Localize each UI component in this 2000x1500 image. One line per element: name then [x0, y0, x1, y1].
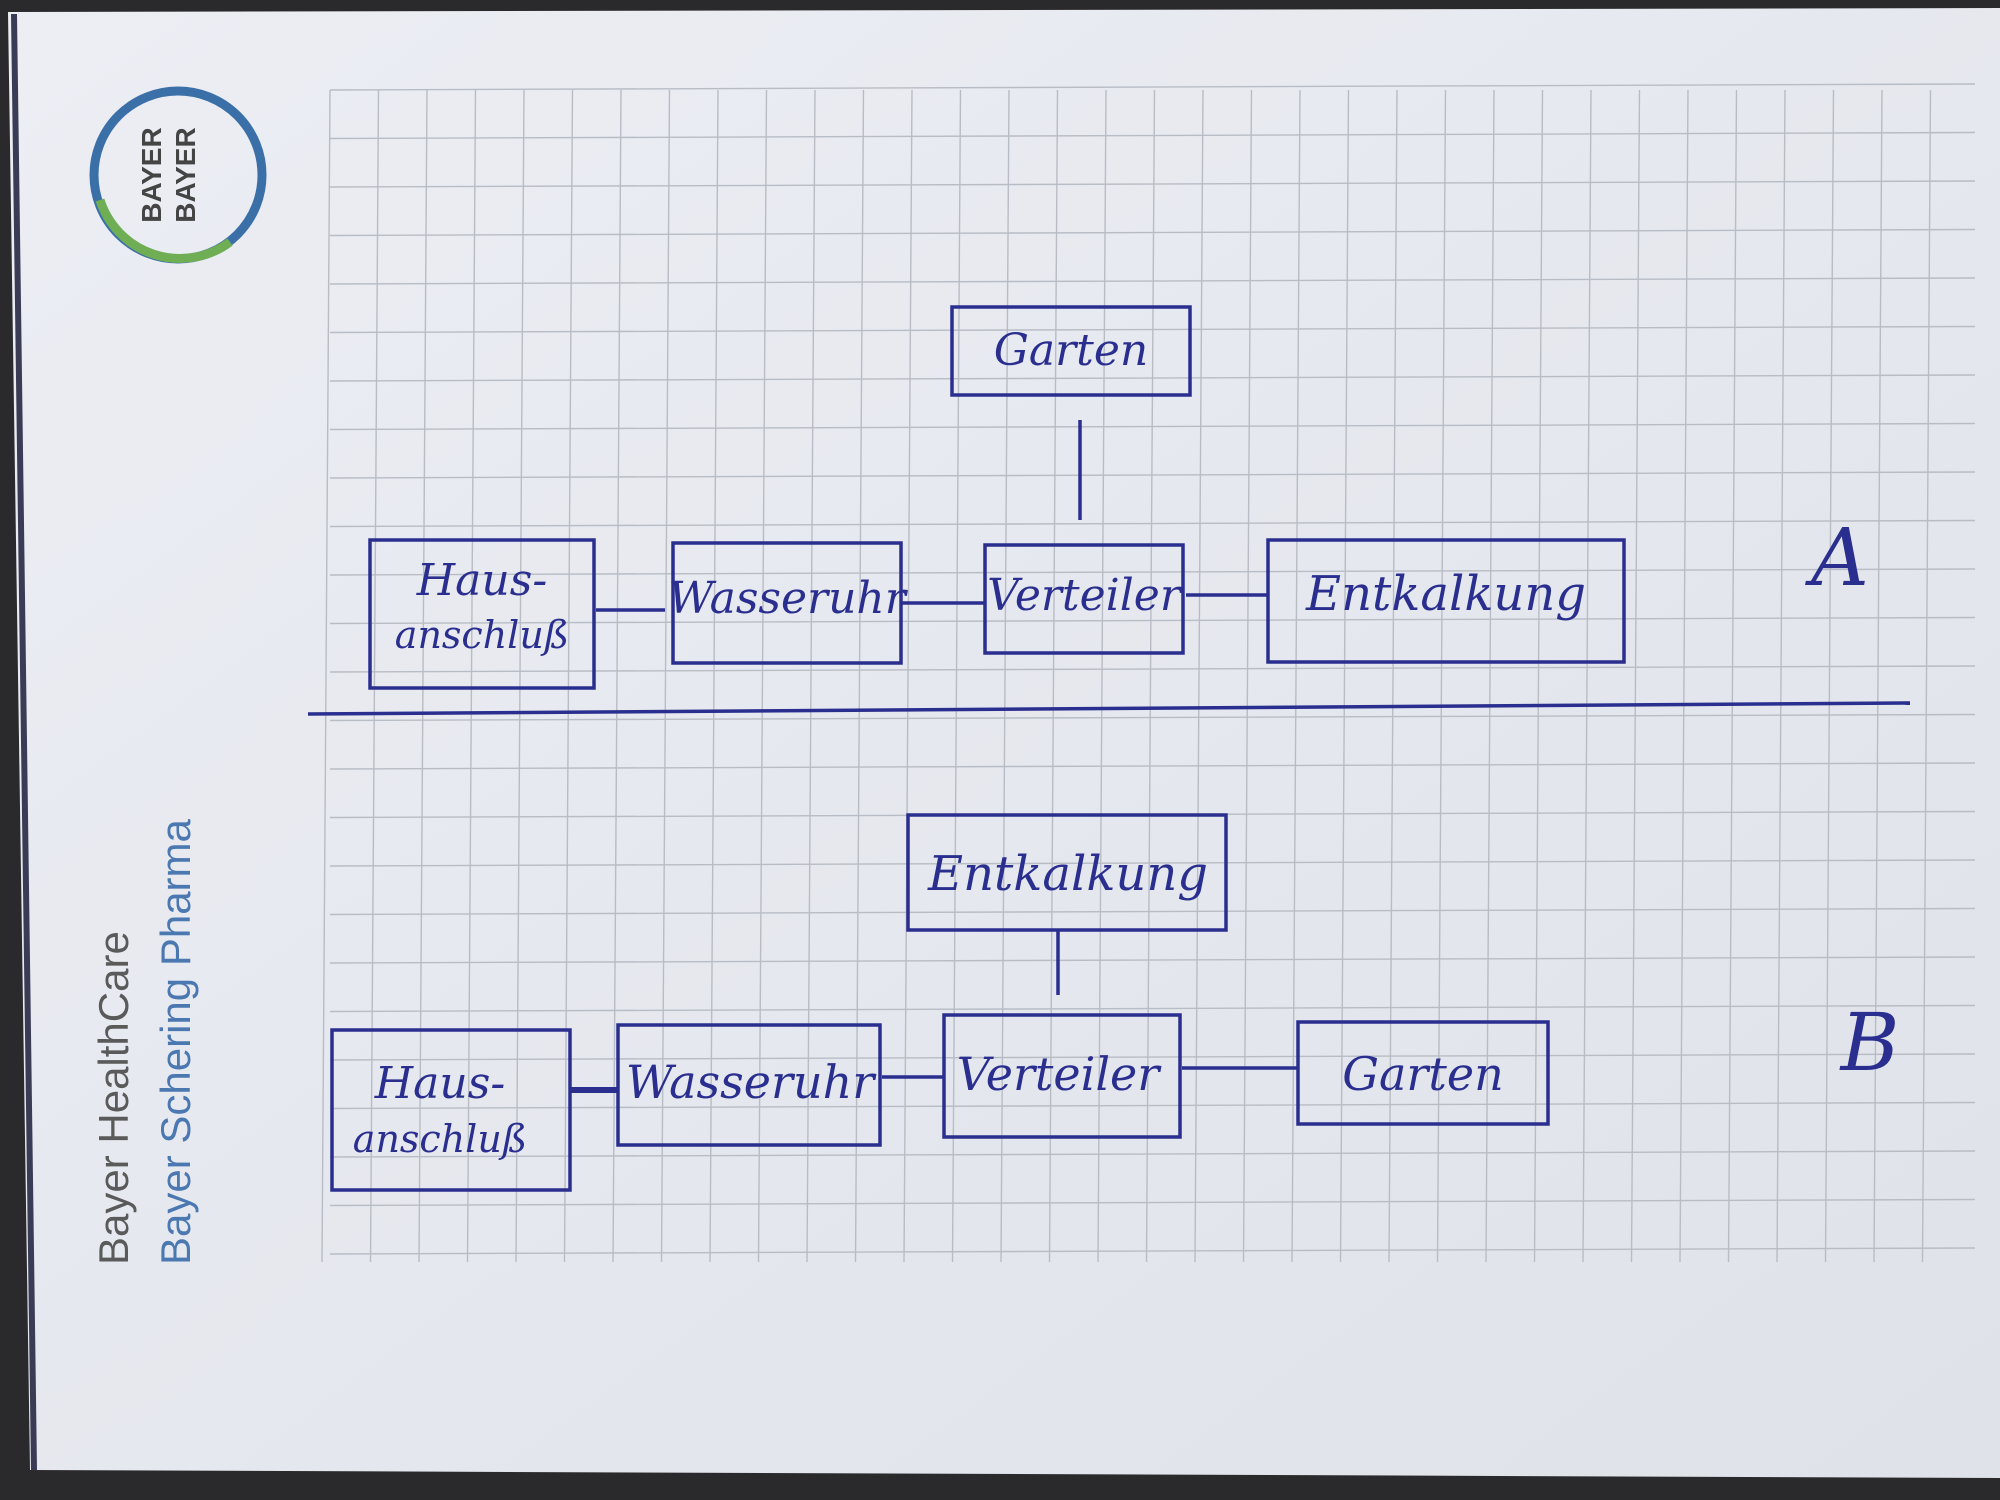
grid-line-vertical: [1388, 89, 1398, 1263]
grid-line-horizontal: [329, 762, 1976, 770]
diagram-b-letter: B: [1839, 996, 1900, 1089]
diagram-a-box-3-label: Verteiler: [987, 570, 1184, 621]
grid-line-vertical: [1776, 89, 1786, 1263]
grid-line-vertical: [1533, 89, 1544, 1263]
diagram-a-box-4: [1266, 538, 1626, 664]
grid-line-vertical: [1824, 89, 1835, 1263]
grid-line-horizontal: [329, 1053, 1976, 1061]
brand-line-2: Bayer Schering Pharma: [152, 818, 199, 1265]
grid-line-horizontal: [329, 1101, 1976, 1110]
diagram-a-box-1-line-1: Haus-: [416, 555, 547, 606]
diagram-a-top-box: [950, 305, 1192, 397]
grid-line-vertical: [1145, 89, 1156, 1263]
grid-line-horizontal: [329, 131, 1976, 140]
grid-line-vertical: [903, 89, 913, 1263]
diagram-b-top-box: [906, 813, 1228, 932]
diagram-b-box-3-label: Verteiler: [957, 1047, 1163, 1101]
grid-line-horizontal: [329, 519, 1976, 528]
grid-line-horizontal: [329, 1198, 1976, 1207]
diagram-b-box-1-line-2: anschluß: [353, 1117, 527, 1161]
grid-line-horizontal: [329, 1004, 1976, 1013]
diagram-a-letter: A: [1804, 511, 1869, 604]
grid-line-vertical: [369, 89, 380, 1263]
diagram-b-box-1: [330, 1028, 572, 1192]
grid-line-vertical: [1873, 89, 1883, 1263]
grid-line-horizontal: [329, 422, 1976, 431]
grid-line-vertical: [466, 89, 477, 1263]
grid-line-vertical: [515, 89, 525, 1263]
diagram-a-box-1: [368, 538, 596, 690]
diagram-a-labels: Garten Haus- anschluß Wasseruhr Verteile…: [395, 325, 1869, 657]
grid-line-horizontal: [329, 616, 1976, 625]
brand-line-1: Bayer HealthCare: [90, 931, 137, 1265]
grid-line-horizontal: [329, 907, 1976, 916]
diagram-a-top-label: Garten: [994, 325, 1148, 376]
grid-line-horizontal: [329, 325, 1976, 334]
paper-edge: [11, 13, 37, 1471]
grid-line-vertical: [757, 89, 768, 1263]
grid-line-vertical: [1000, 89, 1010, 1263]
diagram-a-box-3: [983, 543, 1185, 655]
diagram-b-box-4: [1296, 1020, 1550, 1126]
grid-line-horizontal: [329, 471, 1976, 479]
grid-line-vertical: [709, 89, 719, 1263]
diagram-b-box-3: [942, 1013, 1182, 1139]
logo-letters-mid: BAYER: [170, 127, 201, 222]
grid-line-horizontal: [329, 1247, 1976, 1255]
grid-line-horizontal: [329, 956, 1976, 964]
diagram-b: [330, 813, 1550, 1192]
grid-line-horizontal: [329, 180, 1976, 188]
grid-line-vertical: [1097, 89, 1107, 1263]
divider-line: [307, 701, 1911, 716]
grid-line-vertical: [418, 89, 428, 1263]
grid-line-vertical: [806, 89, 816, 1263]
logo-ring-accent: [95, 198, 233, 263]
diagram-a-box-2-label: Wasseruhr: [668, 573, 909, 624]
logo-letters-top: BAYER: [136, 127, 167, 222]
grid-line-vertical: [1485, 89, 1495, 1263]
diagram-b-box-2: [616, 1023, 882, 1147]
grid-line-vertical: [1921, 89, 1932, 1263]
grid-line-vertical: [951, 89, 962, 1263]
diagram-b-labels: Entkalkung Haus- anschluß Wasseruhr Vert…: [353, 846, 1900, 1161]
grid-line-vertical: [1679, 89, 1689, 1263]
grid-line-vertical: [321, 89, 331, 1263]
diagram-a-box-4-label: Entkalkung: [1305, 566, 1586, 622]
diagram-a-box-1-line-2: anschluß: [395, 613, 569, 657]
grid-line-horizontal: [329, 1150, 1976, 1158]
diagram-a-box-2: [671, 541, 903, 665]
grid-line-horizontal: [329, 277, 1976, 285]
grid-line-vertical: [1436, 89, 1447, 1263]
grid-paper: [321, 83, 1976, 1263]
grid-line-horizontal: [329, 859, 1976, 867]
grid-line-vertical: [1339, 89, 1350, 1263]
grid-line-vertical: [612, 89, 622, 1263]
grid-line-horizontal: [329, 228, 1976, 237]
grid-line-horizontal: [329, 568, 1976, 576]
grid-line-horizontal: [329, 83, 1976, 91]
grid-line-vertical: [1630, 89, 1641, 1263]
diagram-a: [368, 305, 1626, 690]
diagram-b-box-2-label: Wasseruhr: [626, 1055, 877, 1109]
diagram-b-top-label: Entkalkung: [927, 846, 1208, 902]
grid-line-vertical: [1727, 89, 1738, 1263]
grid-line-vertical: [1048, 89, 1059, 1263]
grid-line-horizontal: [329, 713, 1976, 722]
diagram-b-box-4-label: Garten: [1342, 1047, 1504, 1101]
grid-line-vertical: [854, 89, 865, 1263]
bayer-logo: BAYER BAYER: [89, 86, 267, 264]
grid-line-vertical: [1582, 89, 1592, 1263]
grid-line-vertical: [660, 89, 671, 1263]
grid-line-horizontal: [329, 665, 1976, 673]
grid-line-horizontal: [329, 374, 1976, 382]
diagram-b-box-1-line-1: Haus-: [374, 1058, 505, 1109]
grid-line-vertical: [563, 89, 574, 1263]
